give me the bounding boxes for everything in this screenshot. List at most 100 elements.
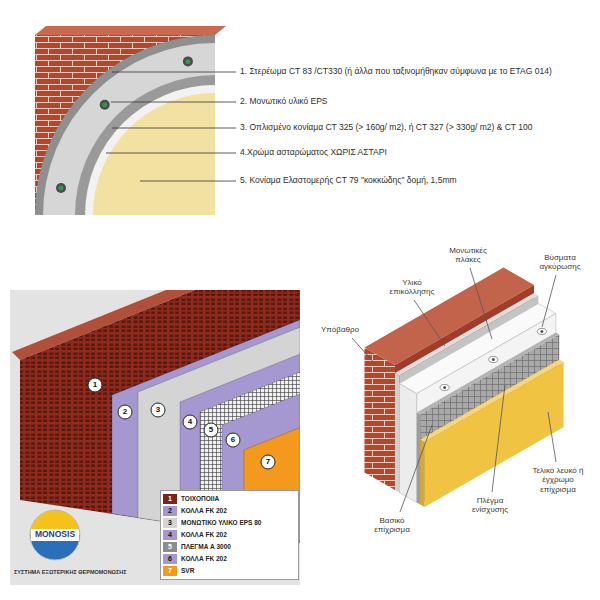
legend-row: 6 ΚΟΛΛΑ FK 202 [163, 553, 296, 564]
legend-row: 1 ΤΟΙΧΟΠΟΙΙΑ [163, 493, 296, 504]
leader-line [106, 153, 236, 154]
legend-swatch: 4 [163, 530, 177, 540]
caption-text: ΣΥΣΤΗΜΑ ΕΞΩΤΕΡΙΚΗΣ ΘΕΡΜΟΜΟΝΩΣΗΣ [14, 569, 127, 575]
anchor [540, 330, 543, 333]
brand-name: MONOSIS [35, 530, 75, 540]
legend-swatch: 6 [163, 554, 177, 564]
callout-number: 7 [266, 457, 270, 466]
layer-label: 4.Χρώμα ασταρώματος ΧΩΡΙΣ ΑΣΤΑΡΙ [240, 148, 387, 158]
caption-text: ΣΥΣΤΗΜΑ ΕΞΩΤΕΡΙΚΗΣ ΘΕΡΜΟΜΟΝΩΣΗΣ [14, 569, 127, 575]
layer-label: 5. Κονίαμα Ελαστομερής CT 79 "κοκκώδης" … [240, 176, 457, 186]
leader-line [112, 72, 236, 73]
callout-number: 4 [188, 417, 192, 426]
logo-outline [30, 510, 80, 560]
anchor [443, 386, 446, 389]
legend-swatch: 3 [163, 518, 177, 528]
legend-row: 4 ΚΟΛΛΑ FK 202 [163, 529, 296, 540]
leader-line [492, 385, 505, 492]
leader-line [140, 181, 236, 182]
eps-layer [43, 43, 215, 215]
legend-text: ΚΟΛΛΑ FK 202 [181, 531, 227, 538]
layer-label: 2. Μονωτικό υλικό EPS [240, 97, 328, 107]
anchor [489, 357, 498, 363]
primer-layer [85, 85, 215, 215]
legend-number: 4 [168, 531, 172, 538]
anchor [59, 186, 64, 191]
legend-row: 5 ΠΛΕΓΜΑ Α 3000 [163, 541, 296, 552]
anchor [100, 100, 110, 110]
brand-name: MONOSIS [35, 530, 75, 540]
legend-number: 5 [168, 543, 172, 550]
layer-label: Υλικό επικόλλησης [384, 278, 440, 296]
layer-label: Υπόβαθρο [310, 325, 370, 334]
layer-label: Πλέγμα ενίσχυσης [462, 496, 518, 514]
leader-line [352, 338, 376, 365]
callout-number: 5 [209, 425, 213, 434]
legend-swatch: 7 [163, 566, 177, 576]
layer-label: Υπόβαθρο [310, 325, 370, 334]
callout-number: 2 [123, 407, 127, 416]
layer-label: 3. Οπλισμένο κονίαμα CT 325 (> 160g/ m2)… [240, 123, 532, 133]
leader-line [414, 300, 445, 346]
callout-number: 4 [188, 417, 192, 426]
logo-band [31, 529, 79, 541]
anchor [102, 102, 107, 107]
layer-label: Τελικό λευκό ή έγχρωμο επίχρισμα [526, 466, 590, 494]
legend-text: ΚΟΛΛΑ FK 202 [181, 555, 227, 562]
legend-number: 3 [168, 519, 172, 526]
layer-label: Πλέγμα ενίσχυσης [462, 496, 518, 514]
leader-line [548, 412, 556, 462]
anchor [185, 59, 190, 64]
insulation-board [399, 384, 416, 503]
layer-label: 4.Χρώμα ασταρώματος ΧΩΡΙΣ ΑΣΤΑΡΙ [240, 148, 387, 158]
anchor [537, 329, 546, 335]
anchor [183, 56, 193, 66]
finish-layer [420, 440, 424, 508]
layer-label: 1. Στερέωμα CT 83 /CT330 (ή άλλα που ταξ… [240, 67, 552, 77]
callout-number: 3 [156, 405, 160, 414]
layer-label: Βύσματα αγκύρωσης [532, 253, 588, 271]
mortar-layer [75, 75, 215, 215]
callout-number: 6 [231, 435, 235, 444]
leader-line [542, 275, 556, 327]
callout-number: 1 [93, 380, 97, 389]
legend-number: 1 [168, 495, 172, 502]
callout-number: 6 [231, 435, 235, 444]
legend-text: SVR [181, 567, 194, 574]
layer-label: 1. Στερέωμα CT 83 /CT330 (ή άλλα που ταξ… [240, 67, 552, 77]
layer-label: Μονωτικές πλάκες [440, 246, 496, 264]
brick-wall [35, 35, 215, 215]
leader-line [111, 102, 236, 103]
callout-number: 1 [93, 380, 97, 389]
legend-number: 6 [168, 555, 172, 562]
callout-circle [118, 405, 132, 419]
callout-circle [183, 415, 197, 429]
legend-swatch: 5 [163, 542, 177, 552]
layer-label: 3. Οπλισμένο κονίαμα CT 325 (> 160g/ m2)… [240, 123, 532, 133]
legend-text: ΚΟΛΛΑ FK 202 [181, 507, 227, 514]
layer-label: 5. Κονίαμα Ελαστομερής CT 79 "κοκκώδης" … [240, 176, 457, 186]
anchor [492, 358, 495, 361]
leader-line [112, 128, 236, 129]
legend-row: 2ΚΟΛΛΑ FK 202 [163, 505, 296, 516]
callout-circle [261, 455, 275, 469]
layer-label: Βύσματα αγκύρωσης [532, 253, 588, 271]
legend-text: ΜΟΝΩΤΙΚΟ ΥΛΙΚΟ EPS 80 [181, 519, 261, 526]
legend-text: ΠΛΕΓΜΑ Α 3000 [181, 543, 231, 550]
leader-line [470, 268, 492, 339]
callout-number: 7 [266, 457, 270, 466]
callout-circle [226, 433, 240, 447]
callout-number: 2 [123, 407, 127, 416]
legend-row: 3 ΜΟΝΩΤΙΚΟ ΥΛΙΚΟ EPS 80 [163, 517, 296, 528]
callout-circle [204, 423, 218, 437]
adhesive-layer [35, 35, 215, 215]
brick-end-face [365, 348, 396, 491]
legend-text: ΤΟΙΧΟΠΟΙΙΑ [181, 495, 219, 502]
legend-number: 7 [168, 567, 172, 574]
layer-label: Μονωτικές πλάκες [440, 246, 496, 264]
legend-swatch: 1 [163, 494, 177, 504]
callout-number: 3 [156, 405, 160, 414]
layer-label: 2. Μονωτικό υλικό EPS [240, 97, 328, 107]
brick-top-face [35, 26, 226, 35]
